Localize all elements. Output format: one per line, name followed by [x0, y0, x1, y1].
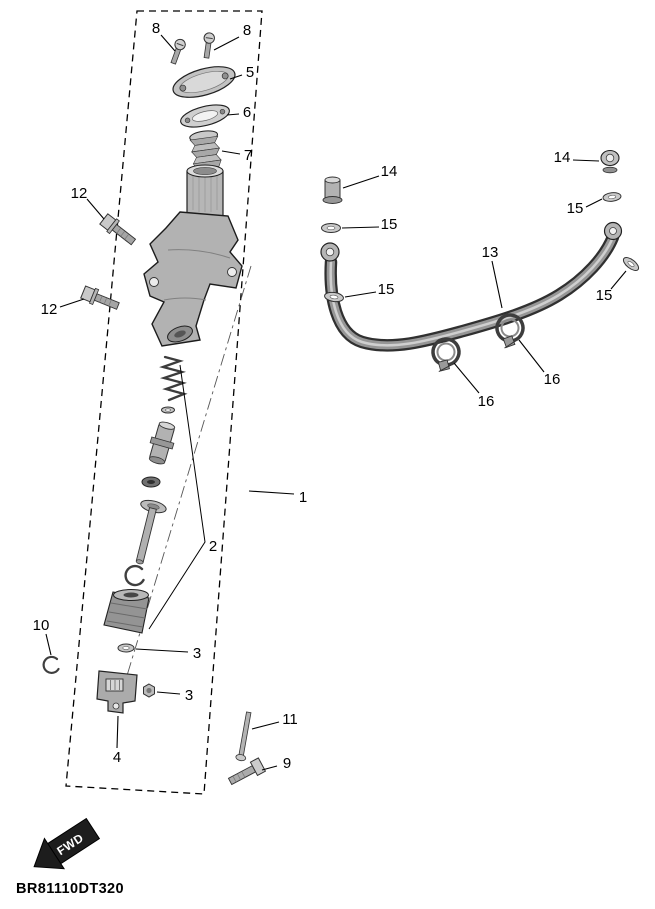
cap-screw-right [203, 32, 215, 59]
washer-joint [117, 643, 135, 653]
hose-clamp-left [431, 337, 461, 372]
union-fitting-right [600, 149, 620, 174]
callout-2-bracket [148, 364, 206, 630]
callout-8-left: 8 [152, 20, 176, 52]
callout-label: 14 [554, 149, 571, 166]
callout-label: 5 [246, 64, 254, 81]
callout-label: 12 [41, 301, 58, 318]
reservoir-cap [172, 66, 236, 98]
callout-label: 3 [193, 645, 201, 662]
callout-2: 2 [209, 538, 217, 555]
callout-15-left-lower: 15 [344, 281, 395, 298]
mounting-bolt-upper [99, 213, 137, 246]
callout-label: 16 [478, 393, 495, 410]
callout-13: 13 [482, 244, 503, 309]
diagram-code: BR81110DT320 [16, 881, 124, 897]
callout-label: 15 [381, 216, 398, 233]
washer-left-upper [321, 223, 341, 233]
callout-12-lower: 12 [41, 298, 85, 318]
callout-label: 14 [381, 163, 398, 180]
mounting-bolt-lower [80, 285, 120, 310]
callout-3-upper: 3 [135, 645, 201, 662]
callout-label: 11 [282, 711, 298, 728]
nut-joint [143, 683, 155, 698]
callout-label: 6 [243, 104, 251, 121]
kit-washer [161, 406, 175, 414]
callout-8-right: 8 [213, 22, 251, 51]
callout-label: 4 [113, 749, 121, 766]
callout-6: 6 [226, 104, 251, 121]
rubber-boot [103, 589, 150, 634]
callout-5: 5 [229, 64, 254, 81]
callout-label: 15 [378, 281, 395, 298]
callout-label: 16 [544, 371, 561, 388]
washer-right-upper [602, 192, 622, 202]
callout-15-right-lower: 15 [596, 270, 627, 304]
callout-label: 2 [209, 538, 217, 555]
hose-banjo-eye-right [603, 221, 623, 241]
callout-14-right: 14 [554, 149, 600, 166]
callout-label: 1 [299, 489, 307, 506]
callout-4: 4 [113, 715, 121, 766]
callout-7: 7 [221, 147, 252, 164]
seal-cup [141, 476, 161, 488]
union-fitting-left [322, 176, 343, 204]
cylinder-repair-kit [103, 355, 188, 634]
callout-10: 10 [33, 617, 52, 656]
callout-label: 12 [71, 185, 88, 202]
callout-16-left: 16 [453, 362, 495, 410]
kit-circlip [124, 564, 145, 587]
callout-label: 9 [283, 755, 291, 772]
callout-9: 9 [261, 755, 291, 772]
callout-15-right-upper: 15 [567, 198, 603, 217]
callout-label: 8 [152, 20, 160, 37]
callout-label: 15 [596, 287, 613, 304]
callout-11: 11 [251, 711, 298, 730]
joint-bolt [227, 757, 267, 786]
callout-label: 3 [185, 687, 193, 704]
assembly-dashed-boundary [65, 10, 263, 795]
piston [148, 421, 176, 465]
pin [235, 711, 252, 762]
callout-label: 10 [33, 617, 50, 634]
master-cylinder-body [143, 164, 243, 347]
callout-label: 15 [567, 200, 584, 217]
push-rod [135, 499, 167, 565]
callout-12-upper: 12 [71, 185, 105, 220]
washer-right-lower [622, 257, 640, 271]
circlip [42, 655, 60, 674]
callout-16-right: 16 [518, 339, 561, 388]
diaphragm-plate [180, 104, 230, 128]
cap-screw-left [170, 38, 186, 65]
fwd-arrow: FWD [33, 817, 101, 870]
callout-label: 8 [243, 22, 251, 39]
callout-15-left-upper: 15 [341, 216, 398, 233]
callout-14-left: 14 [342, 163, 398, 189]
callout-1: 1 [248, 489, 307, 506]
callout-3-lower: 3 [156, 687, 193, 704]
spring [159, 355, 188, 402]
brake-hose [324, 230, 620, 352]
rod-joint [96, 670, 138, 714]
washer-left-lower [324, 291, 344, 303]
callouts: 8 8 5 6 7 12 12 14 [33, 20, 627, 772]
hose-banjo-eye-left [320, 242, 340, 262]
hose-clamp-right [495, 313, 525, 349]
callout-label: 13 [482, 244, 499, 261]
callout-label: 7 [244, 147, 252, 164]
